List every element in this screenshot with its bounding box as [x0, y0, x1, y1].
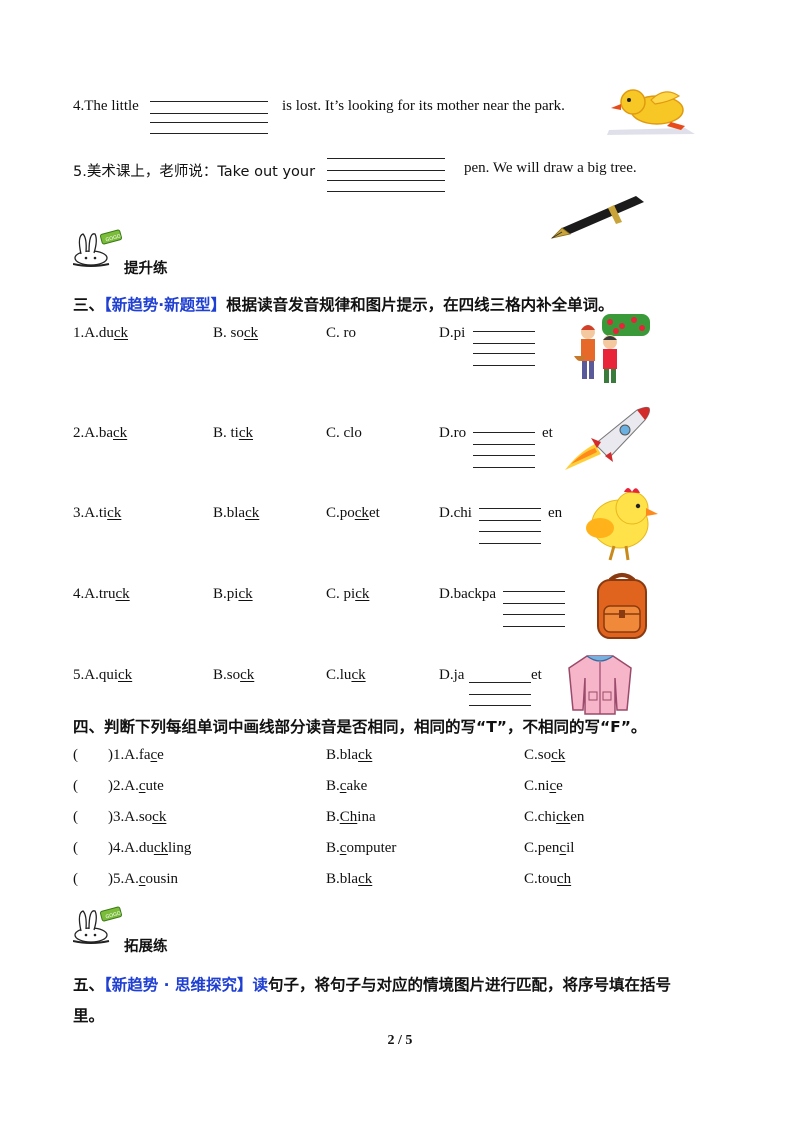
option-a: 1.A.duck	[73, 325, 129, 341]
four-line-grid[interactable]	[469, 694, 531, 695]
four-line-grid[interactable]	[469, 705, 531, 706]
section-title-improve: 提升练	[124, 261, 168, 277]
four-line-grid[interactable]	[469, 682, 531, 683]
option-d-suffix: et	[542, 425, 553, 441]
option-b: B.sock	[213, 667, 255, 683]
section-4-heading: 四、判断下列每组单词中画线部分读音是否相同，相同的写“T”，不相同的写“F”。	[73, 718, 647, 736]
option-c: C.touch	[524, 871, 572, 887]
four-line-grid[interactable]	[479, 531, 541, 532]
four-line-grid[interactable]	[473, 455, 535, 456]
writing-line[interactable]	[327, 158, 445, 159]
section-5-tag: 【新趋势 · 思维探究】	[104, 976, 253, 994]
option-a: )4.A.duckling	[108, 840, 192, 856]
section-3-number: 三、	[73, 296, 105, 314]
writing-line[interactable]	[327, 170, 445, 171]
bunny-icon: GOGO	[73, 229, 123, 267]
rocket-picture	[565, 406, 650, 470]
answer-paren-open[interactable]: (	[73, 778, 78, 794]
answer-paren-open[interactable]: (	[73, 840, 78, 856]
option-b: B.black	[326, 747, 373, 763]
section-3-tag: 【新趋势·新题型】	[104, 296, 227, 314]
four-line-grid[interactable]	[473, 467, 535, 468]
writing-line[interactable]	[150, 133, 268, 134]
option-b: B.cake	[326, 778, 368, 794]
item-5-prefix: 5.美术课上，老师说：Take out your	[73, 164, 316, 180]
option-a: 2.A.back	[73, 425, 128, 441]
option-d-prefix: D.pi	[439, 325, 466, 341]
section-5-lead: 读	[252, 976, 268, 994]
four-line-grid[interactable]	[503, 591, 565, 592]
answer-paren-open[interactable]: (	[73, 809, 78, 825]
option-d-prefix: D.ro	[439, 425, 467, 441]
option-a: )3.A.sock	[108, 809, 167, 825]
section-5-instruction: 句子，将句子与对应的情境图片进行匹配，将序号填在括号	[267, 976, 671, 994]
item-4-prefix: 4.The little	[73, 98, 139, 114]
section-5-heading: 五、【新趋势 · 思维探究】读句子，将句子与对应的情境图片进行匹配，将序号填在括…	[73, 973, 671, 995]
bunny-icon: GOGO	[73, 906, 123, 944]
option-d-prefix: D.backpa	[439, 586, 497, 602]
option-b: B.computer	[326, 840, 397, 856]
option-b: B. tick	[213, 425, 254, 441]
option-b: B.black	[326, 871, 373, 887]
four-line-grid[interactable]	[503, 603, 565, 604]
option-c: C. ro	[326, 325, 356, 341]
pen-picture	[550, 196, 644, 239]
option-c: C.chicken	[524, 809, 585, 825]
four-line-grid[interactable]	[473, 432, 535, 433]
four-line-grid[interactable]	[503, 626, 565, 627]
page-number: 2 / 5	[387, 1033, 413, 1048]
section-3-instruction: 根据读音发音规律和图片提示，在四线三格内补全单词。	[226, 296, 614, 314]
writing-line[interactable]	[150, 113, 268, 114]
writing-line[interactable]	[150, 122, 268, 123]
four-line-grid[interactable]	[473, 331, 535, 332]
section-3-heading: 三、【新趋势·新题型】根据读音发音规律和图片提示，在四线三格内补全单词。	[73, 293, 614, 315]
item-5-suffix: pen. We will draw a big tree.	[464, 160, 637, 176]
option-c: C. clo	[326, 425, 362, 441]
option-c: C.luck	[326, 667, 366, 683]
option-c: C.pocket	[326, 505, 380, 521]
duckling-picture	[607, 89, 695, 135]
option-c: C.nice	[524, 778, 563, 794]
option-b: B.black	[213, 505, 260, 521]
four-line-grid[interactable]	[503, 614, 565, 615]
apple-picking-picture	[574, 314, 650, 383]
option-d-suffix: et	[531, 667, 542, 683]
answer-paren-open[interactable]: (	[73, 747, 78, 763]
four-line-grid[interactable]	[473, 444, 535, 445]
option-a: )5.A.cousin	[108, 871, 179, 887]
option-c: C.sock	[524, 747, 566, 763]
option-b: B.pick	[213, 586, 253, 602]
option-a: 5.A.quick	[73, 667, 133, 683]
section-title-extend: 拓展练	[124, 939, 168, 955]
option-d-suffix: en	[548, 505, 563, 521]
item-4-suffix: is lost. It’s looking for its mother nea…	[282, 98, 565, 114]
option-d-prefix: D.ja	[439, 667, 465, 683]
option-a: 4.A.truck	[73, 586, 130, 602]
svg-text:GOGO: GOGO	[105, 911, 122, 921]
option-b: B.China	[326, 809, 376, 825]
writing-line[interactable]	[327, 191, 445, 192]
backpack-picture	[597, 573, 647, 639]
four-line-grid[interactable]	[473, 353, 535, 354]
section-5-number: 五、	[73, 976, 105, 994]
option-a: )1.A.face	[108, 747, 164, 763]
svg-text:GOGO: GOGO	[105, 234, 122, 244]
four-line-grid[interactable]	[479, 508, 541, 509]
option-b: B. sock	[213, 325, 259, 341]
section-5-line-2: 里。	[73, 1007, 105, 1025]
writing-line[interactable]	[327, 180, 445, 181]
four-line-grid[interactable]	[479, 520, 541, 521]
writing-line[interactable]	[150, 101, 268, 102]
option-c: C.pencil	[524, 840, 575, 856]
answer-paren-open[interactable]: (	[73, 871, 78, 887]
four-line-grid[interactable]	[473, 343, 535, 344]
jacket-picture	[568, 655, 632, 715]
chicken-picture	[586, 488, 658, 561]
option-d-prefix: D.chi	[439, 505, 472, 521]
four-line-grid[interactable]	[479, 543, 541, 544]
option-c: C. pick	[326, 586, 370, 602]
four-line-grid[interactable]	[473, 365, 535, 366]
option-a: 3.A.tick	[73, 505, 122, 521]
option-a: )2.A.cute	[108, 778, 164, 794]
